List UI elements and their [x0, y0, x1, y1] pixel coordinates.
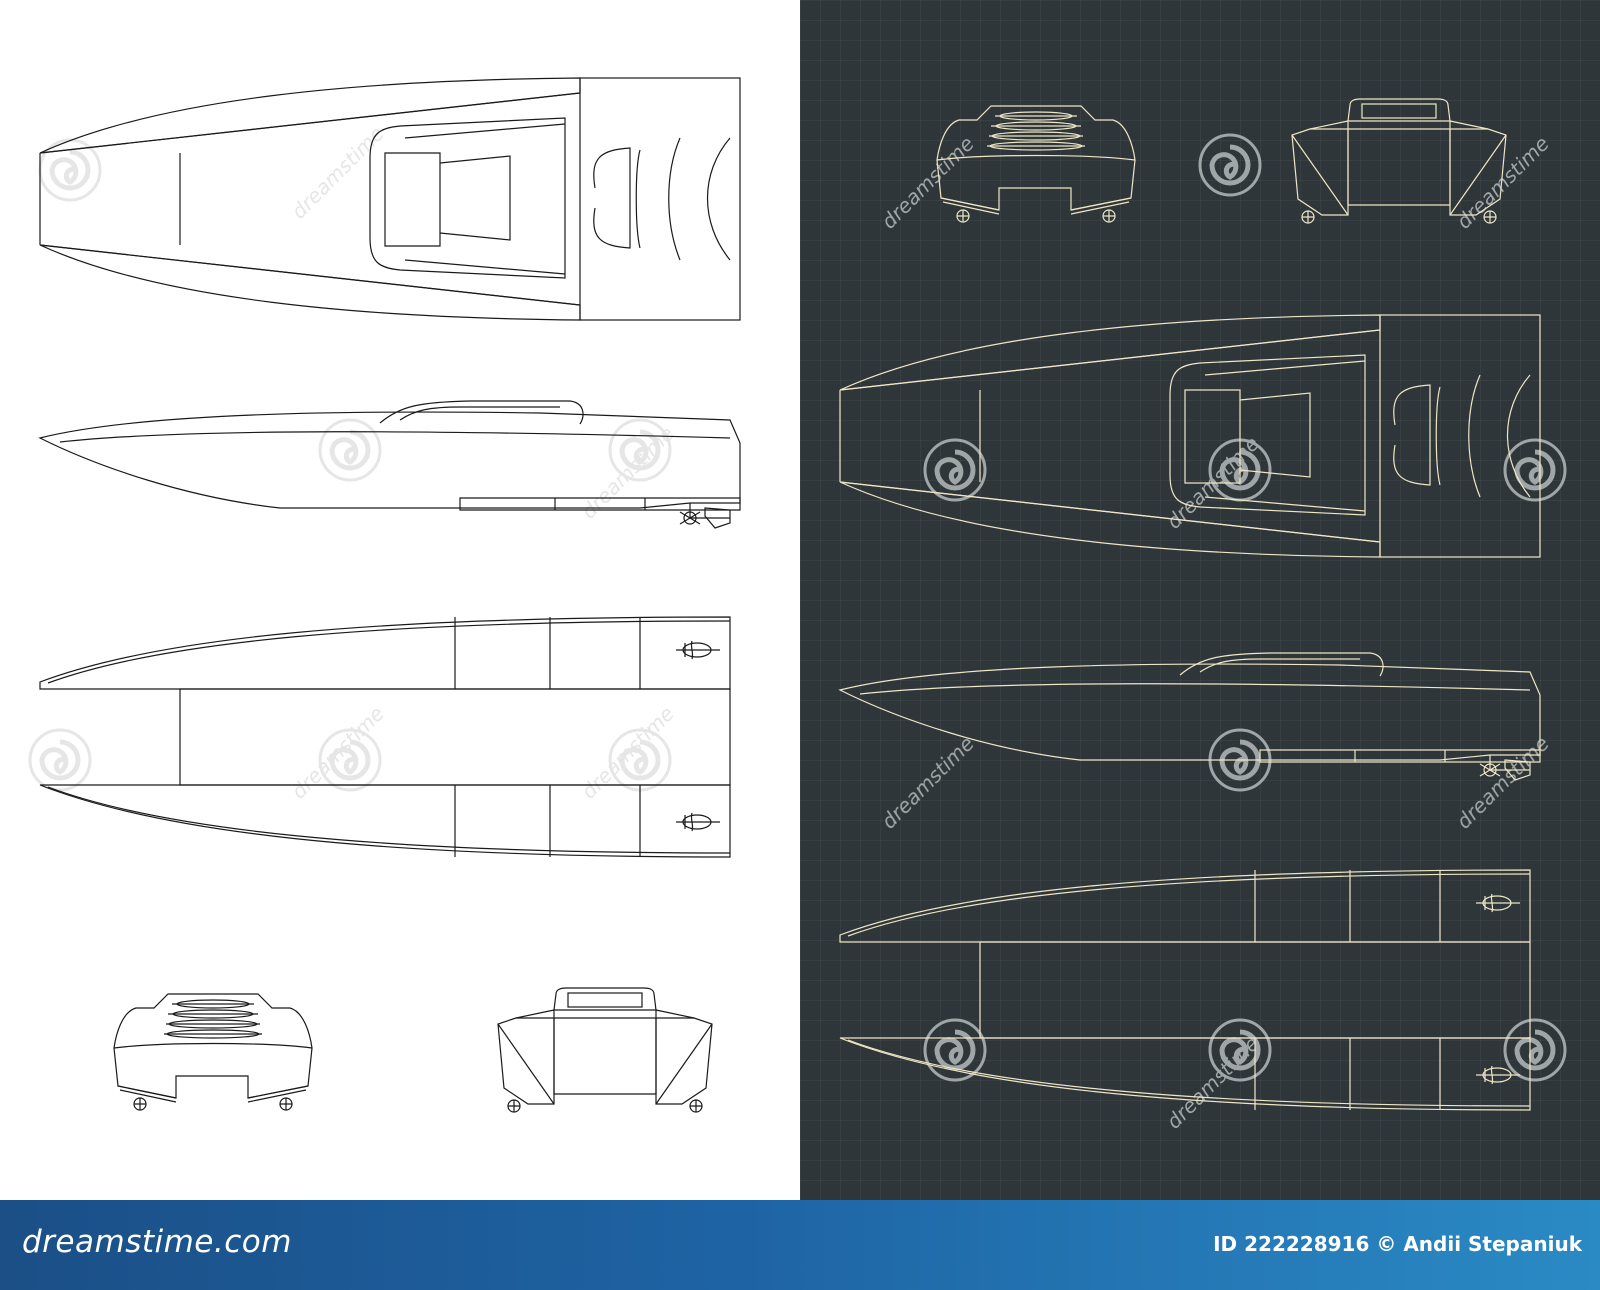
- image-id: 222228916: [1244, 1232, 1370, 1256]
- watermark-text: dreamstime: [877, 731, 979, 833]
- copyright-icon: ©: [1376, 1232, 1397, 1256]
- footer-bar: dreamstime.com ID 222228916 © Andii Step…: [0, 1200, 1600, 1290]
- watermark-text: dreamstime: [1452, 731, 1554, 833]
- watermark-text: dreamstime: [1162, 1031, 1264, 1133]
- watermark-spiral-icon: [30, 730, 90, 790]
- dreamstime-logo[interactable]: dreamstime.com: [22, 1224, 292, 1260]
- image-credit: ID 222228916 © Andii Stepaniuk: [1213, 1232, 1582, 1256]
- watermark-text: dreamstime: [287, 121, 389, 223]
- front-view-drawing: [113, 993, 313, 1111]
- bottom-view-drawing: [839, 869, 1531, 1111]
- rear-view-drawing: [497, 987, 713, 1113]
- id-label: ID: [1213, 1232, 1238, 1256]
- watermark-spiral-icon: [925, 440, 985, 500]
- watermark-spiral-icon: [1505, 1020, 1565, 1080]
- light-blueprint-panel: dreamstime dreamstime dreamstime dreamst…: [0, 0, 800, 1200]
- author-name[interactable]: Andii Stepaniuk: [1403, 1232, 1582, 1256]
- dark-blueprint-panel: dreamstime dreamstime dreamstime dreamst…: [800, 0, 1600, 1200]
- watermark-text: dreamstime: [1452, 131, 1554, 233]
- watermark-left: dreamstime dreamstime dreamstime dreamst…: [30, 121, 679, 804]
- light-blueprint-drawing: dreamstime dreamstime dreamstime dreamst…: [0, 77, 741, 1113]
- dark-blueprint-drawing: dreamstime dreamstime dreamstime dreamst…: [839, 98, 1600, 1134]
- top-view-drawing: [39, 77, 741, 321]
- top-view-drawing: [839, 314, 1541, 558]
- front-view-drawing: [936, 105, 1136, 223]
- watermark-spiral-icon: [1200, 135, 1260, 195]
- watermark-spiral-icon: [320, 420, 380, 480]
